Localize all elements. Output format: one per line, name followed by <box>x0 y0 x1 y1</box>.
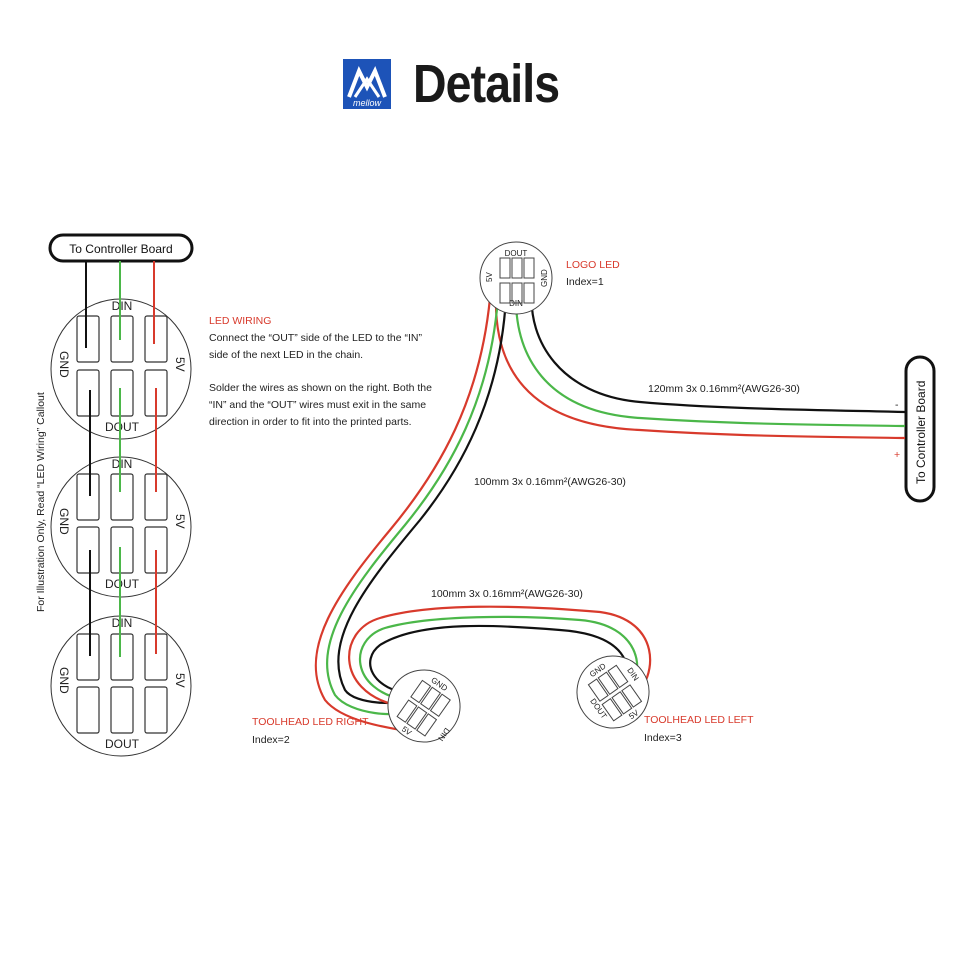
left-connector: To Controller Board <box>48 233 194 263</box>
right-connector-label: To Controller Board <box>914 381 928 484</box>
cable-label-3: 100mm 3x 0.16mm²(AWG26-30) <box>431 588 583 600</box>
side-note: For Illustration Only, Read “LED Wiring”… <box>35 392 47 612</box>
logo-text: mellow <box>353 98 382 108</box>
wiring-line-6: direction in order to fit into the print… <box>209 416 412 428</box>
left-connector-label: To Controller Board <box>69 242 172 256</box>
pad-din-3: DIN <box>112 616 133 630</box>
cable-label-2: 100mm 3x 0.16mm²(AWG26-30) <box>474 476 626 488</box>
logo-led-din: DIN <box>509 299 523 308</box>
pad-dout-2: DOUT <box>105 577 140 591</box>
toolhead-led-right: 5V GND DIN <box>387 669 461 743</box>
toolhead-right-name: TOOLHEAD LED RIGHT <box>252 716 369 728</box>
pad-gnd-1: GND <box>57 351 71 378</box>
cable-label-1: 120mm 3x 0.16mm²(AWG26-30) <box>648 383 800 395</box>
pad-5v-3: 5V <box>173 673 187 688</box>
toolhead-left-index: Index=3 <box>644 732 682 744</box>
pad-dout-3: DOUT <box>105 737 140 751</box>
pad-gnd-2: GND <box>57 508 71 535</box>
toolhead-led-left: GND 5V DOUT DIN <box>576 655 650 729</box>
logo-led-name: LOGO LED <box>566 259 620 271</box>
logo-led-index: Index=1 <box>566 276 604 288</box>
pad-5v-2: 5V <box>173 514 187 529</box>
left-wires <box>85 261 157 657</box>
led-pads <box>76 315 168 734</box>
polarity-plus: + <box>894 449 900 461</box>
mellow-logo: mellow <box>343 59 391 109</box>
logo-led-5v: 5V <box>485 272 494 282</box>
logo-led: DOUT DIN 5V GND <box>479 241 553 315</box>
wiring-line-2: side of the next LED in the chain. <box>209 349 363 361</box>
wiring-line-5: “IN” and the “OUT” wires must exit in th… <box>209 399 426 411</box>
header: mellow Details <box>343 56 583 112</box>
wiring-line-1: Connect the “OUT” side of the LED to the… <box>209 332 423 344</box>
pad-gnd-3: GND <box>57 667 71 694</box>
toolhead-right-index: Index=2 <box>252 734 290 746</box>
logo-led-gnd: GND <box>540 269 549 287</box>
pad-din-2: DIN <box>112 457 133 471</box>
cable-wires <box>314 291 906 737</box>
toolhead-left-name: TOOLHEAD LED LEFT <box>644 714 754 726</box>
pad-din-1: DIN <box>112 299 133 313</box>
wiring-title: LED WIRING <box>209 315 271 327</box>
pad-dout-1: DOUT <box>105 420 140 434</box>
wiring-text: LED WIRING Connect the “OUT” side of the… <box>209 315 432 428</box>
pad-5v-1: 5V <box>173 357 187 372</box>
polarity-minus: - <box>895 399 899 411</box>
wiring-line-4: Solder the wires as shown on the right. … <box>209 382 432 394</box>
right-connector: To Controller Board <box>904 355 936 503</box>
page-title: Details <box>413 54 560 114</box>
logo-led-dout: DOUT <box>505 249 528 258</box>
